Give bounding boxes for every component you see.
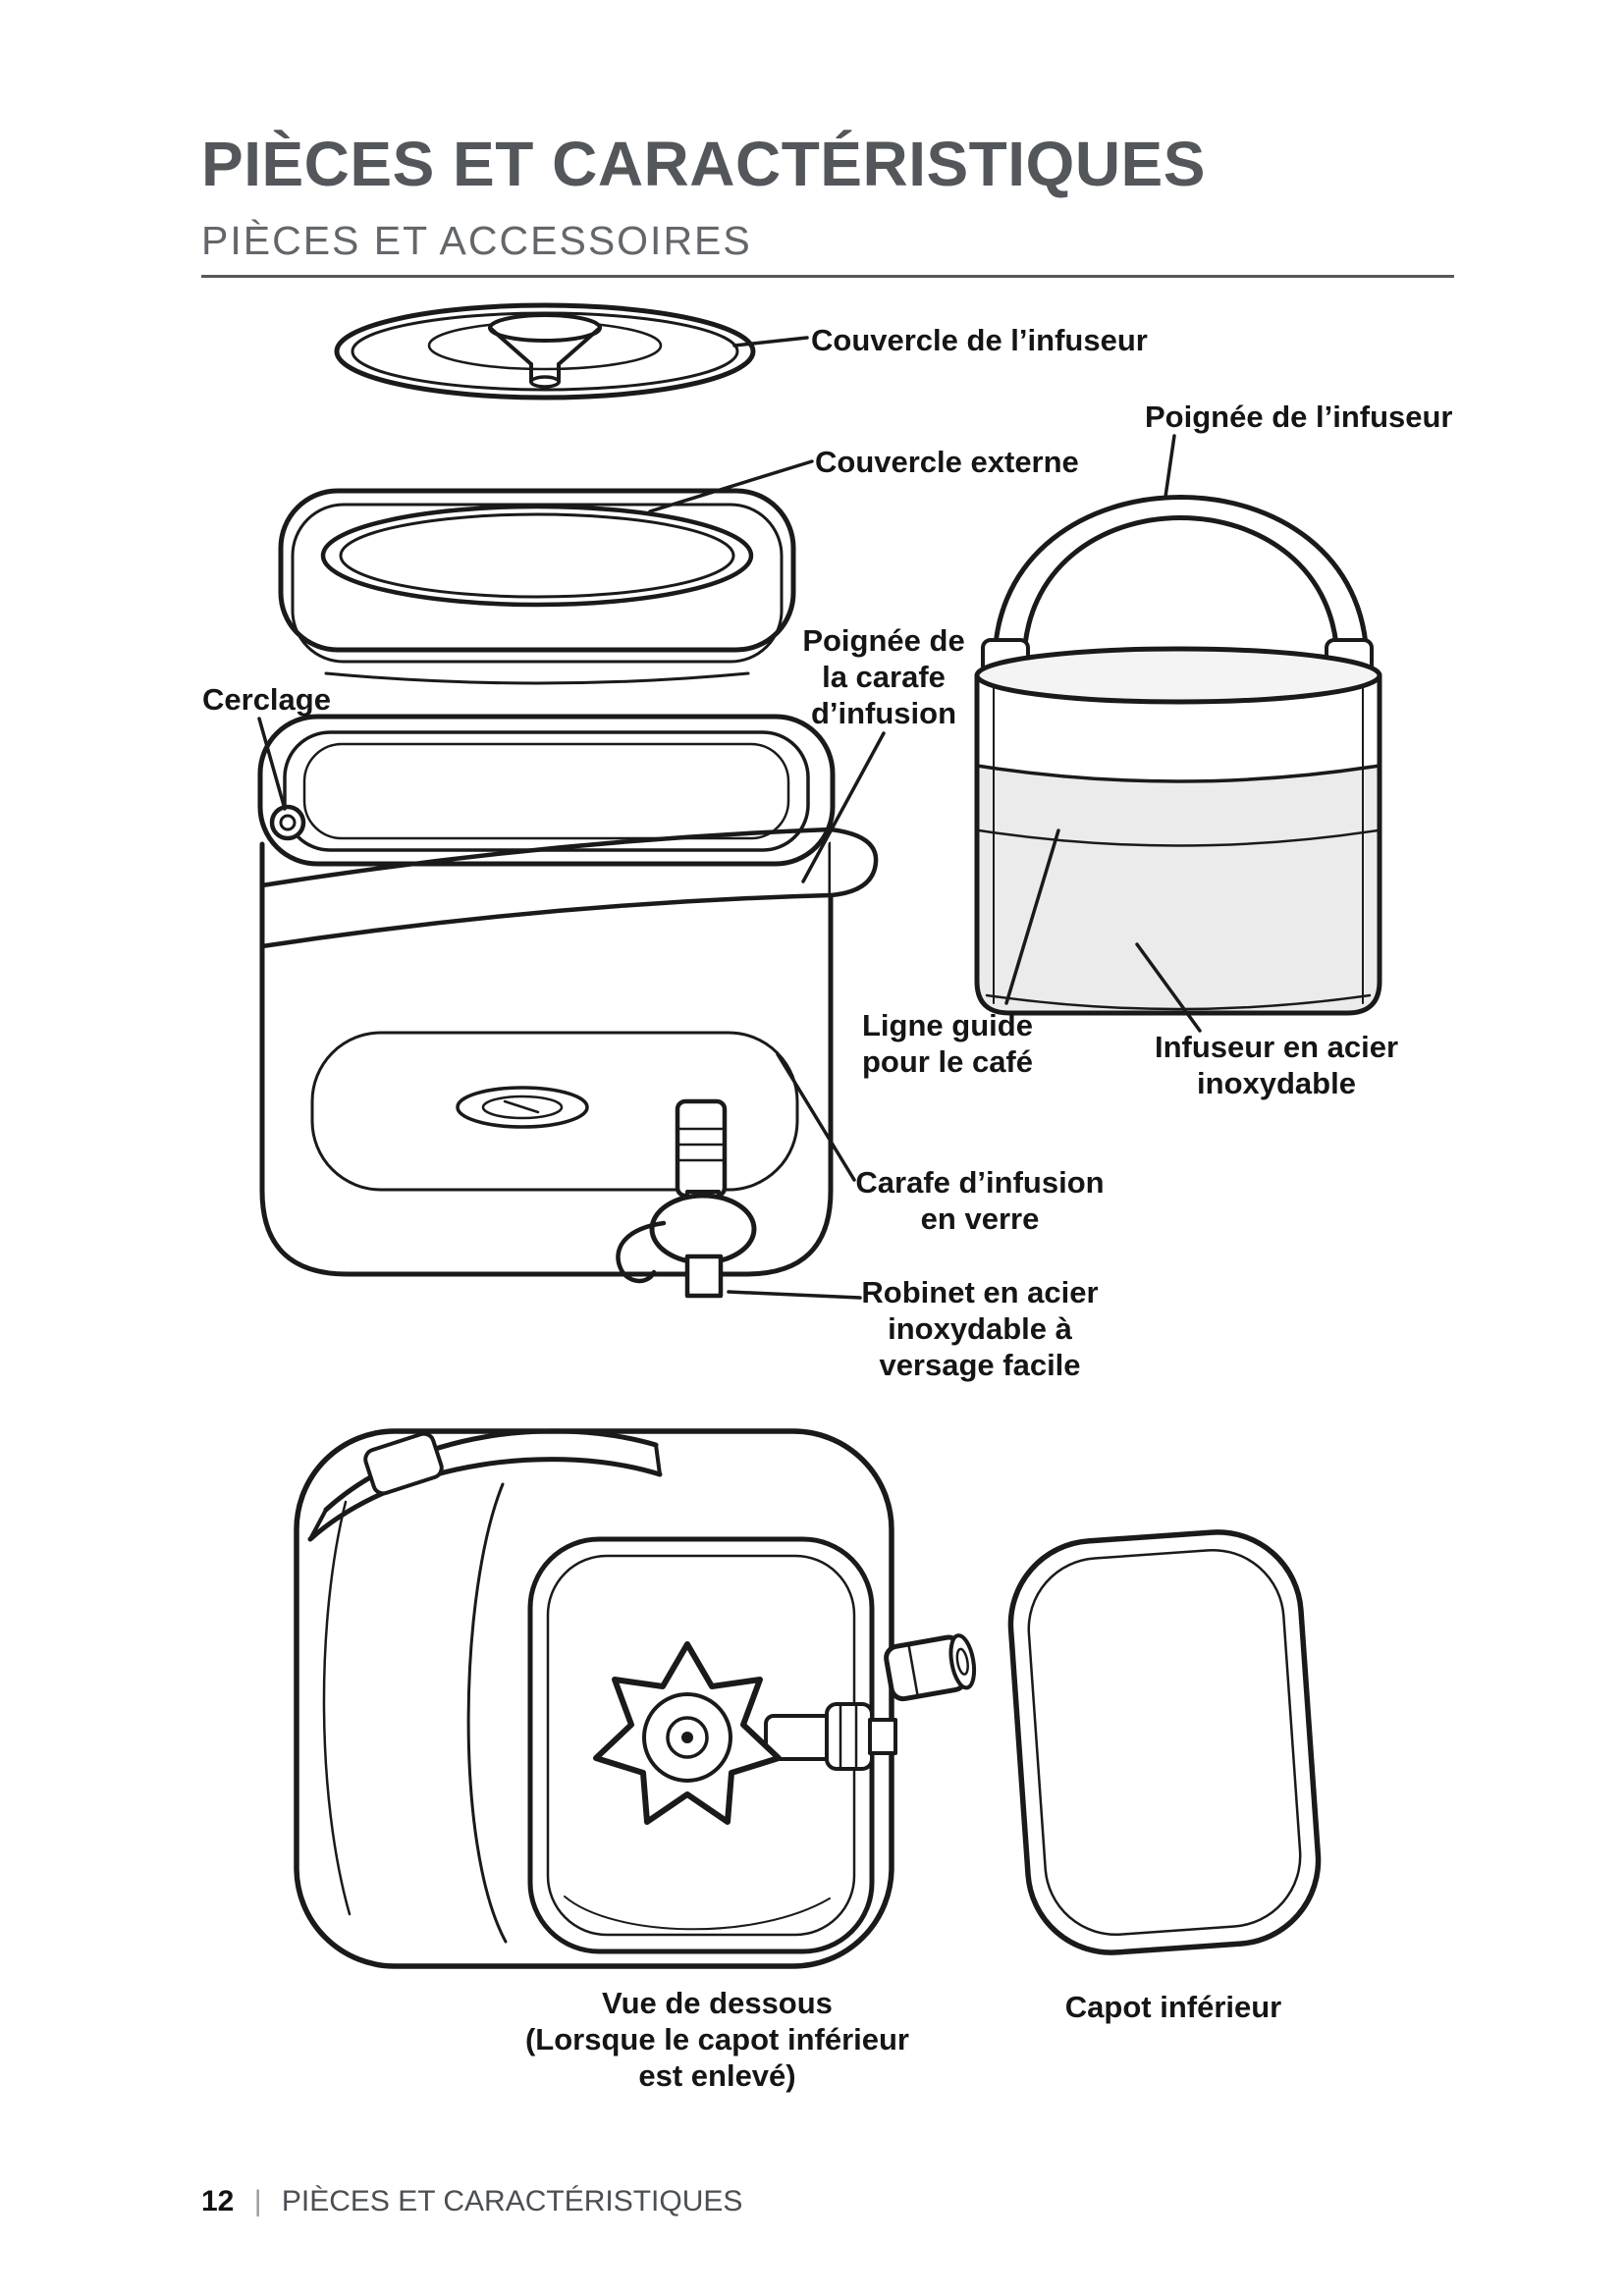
tap-body — [649, 1193, 757, 1265]
nub-cap — [948, 1633, 977, 1690]
cube-strap-inner — [307, 1457, 663, 1542]
tap-post — [675, 1098, 728, 1199]
outer-lid-lower-rim — [324, 671, 750, 685]
leader-tap — [727, 1290, 862, 1300]
caption-bottom-cover: Capot inférieur — [1064, 1990, 1282, 2024]
tap-post-ribs — [677, 1127, 725, 1162]
floor-guide-ring — [456, 1086, 589, 1129]
carafe-rim-inner — [302, 742, 790, 840]
callout-infuser-handle: Poignée de l’infuseur — [1145, 400, 1453, 434]
callout-coffee-guide-line: Ligne guide pour le café — [862, 1008, 1033, 1079]
band-clamp-button-center — [279, 814, 297, 831]
footer-separator: | — [253, 2185, 262, 2217]
tap-lever — [616, 1220, 667, 1284]
brewer-guide-line — [977, 828, 1380, 847]
outer-lid-opening-inner — [339, 512, 735, 599]
nub-cap-inner — [955, 1647, 969, 1676]
carafe-rim-outer — [257, 714, 836, 867]
callout-carafe-handle: Poignée de la carafe d’infusion — [802, 623, 965, 730]
outer-lid-drawing — [278, 488, 796, 685]
lid-disc — [334, 302, 756, 400]
brewer-bottom-line — [985, 993, 1372, 1011]
brewer-handle-inner — [1021, 515, 1340, 667]
cube-bottom-shading — [564, 1896, 831, 1931]
page-number: 12 — [201, 2185, 235, 2217]
nub-rib — [907, 1644, 919, 1696]
callout-outer-lid: Couvercle externe — [815, 445, 1079, 479]
leader-infuser-handle — [1164, 434, 1176, 499]
carafe-floor — [310, 1031, 799, 1192]
page-title: PIÈCES ET CARACTÉRISTIQUES — [201, 129, 1206, 199]
brewer-drawing — [974, 495, 1382, 1016]
funnel-top — [488, 313, 602, 343]
leader-lines — [257, 336, 1202, 1300]
leader-outer-lid — [648, 459, 814, 513]
section-heading: PIÈCES ET ACCESSOIRES — [201, 218, 752, 263]
page-footer: 12 | PIÈCES ET CARACTÉRISTIQUES — [201, 2185, 742, 2218]
funnel-sides — [488, 326, 602, 366]
bottom-cover-inner-line — [1027, 1548, 1302, 1937]
band-clamp-button — [269, 804, 306, 841]
caption-bottom-view: Vue de dessous (Lorsque le capot inférie… — [524, 1986, 909, 2093]
floor-guide-mark — [503, 1099, 540, 1114]
callout-stainless-brewer: Infuseur en acier inoxydable — [1154, 1030, 1399, 1100]
brewer-coffee-fill — [977, 766, 1380, 1013]
tap-nozzle — [684, 1254, 724, 1299]
carafe-strap-top — [259, 827, 834, 888]
infuser-lid-drawing — [334, 302, 756, 400]
cube-front-seam — [466, 1482, 508, 1944]
floor-guide-ring-inner — [481, 1095, 564, 1120]
footer-text: PIÈCES ET CARACTÉRISTIQUES — [281, 2185, 743, 2217]
bottom-cover-drawing — [1007, 1529, 1322, 1955]
brewer-handle-outer — [992, 495, 1370, 667]
carafe-handle-grip — [828, 827, 879, 898]
side-spout-nub — [884, 1633, 977, 1702]
callout-stainless-tap: Robinet en acier inoxydable à versage fa… — [861, 1275, 1099, 1382]
section-divider — [201, 275, 1454, 278]
brewer-wall-lines — [993, 686, 1364, 1004]
star-knob-center-dot — [681, 1732, 693, 1743]
callout-glass-carafe: Carafe d’infusion en verre — [855, 1165, 1105, 1236]
leader-guide-line — [1004, 828, 1060, 1005]
cube-left-seam — [322, 1500, 352, 1916]
strap-buckle — [363, 1431, 444, 1496]
leader-band-clamp — [257, 717, 287, 811]
leader-infuser-lid — [732, 336, 809, 347]
bottom-view-drawing — [294, 1428, 977, 1969]
brewer-body-outline — [974, 672, 1382, 1016]
brewer-top-opening — [974, 646, 1382, 705]
callout-infuser-lid: Couvercle de l’infuseur — [811, 323, 1148, 357]
bottom-cover-outline — [1007, 1529, 1322, 1955]
cube-strap-outer — [323, 1428, 659, 1513]
carafe-strap-bottom — [259, 892, 834, 949]
valve-stem — [868, 1718, 897, 1755]
leader-carafe-handle — [801, 731, 886, 883]
star-knob-hub-inner — [666, 1716, 709, 1759]
brewer-band-line — [975, 764, 1381, 783]
callout-band-clamp: Cerclage — [202, 682, 331, 717]
leader-stainless-brewer — [1135, 942, 1202, 1033]
valve-nut-facets — [839, 1704, 858, 1769]
funnel-stem-base — [529, 375, 561, 389]
valve-nut — [825, 1702, 874, 1771]
carafe-drawing — [257, 714, 879, 1299]
outer-lid-opening — [320, 504, 754, 608]
cube-strap-ends — [308, 1443, 662, 1541]
leader-glass-carafe — [776, 1052, 856, 1182]
